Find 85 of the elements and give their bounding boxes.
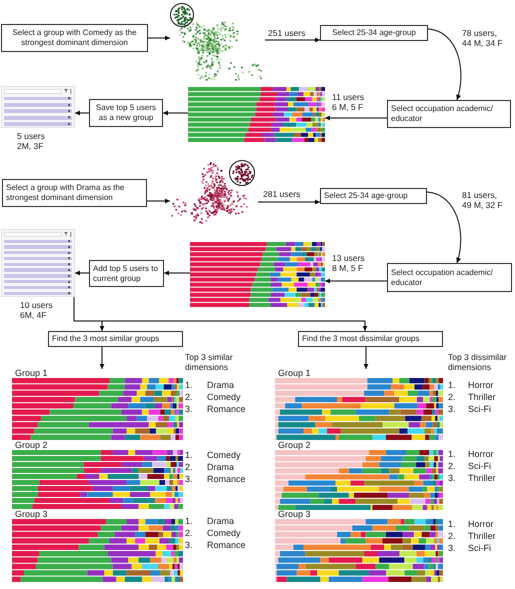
list-number: 3.	[185, 539, 194, 551]
edge-label: 281 users	[263, 189, 300, 199]
arrow	[162, 110, 188, 116]
list-number: 1.	[185, 379, 194, 391]
list-number: 2.	[185, 461, 194, 473]
arrow	[324, 116, 388, 120]
list-number: 3.	[185, 473, 194, 485]
process-box	[89, 260, 164, 287]
group-heading: Group 2	[15, 440, 48, 450]
dimension-name: Sci-Fi	[468, 403, 492, 415]
dimension-name: Sci-Fi	[468, 542, 492, 554]
arrow	[428, 28, 462, 100]
step-text: Select a group with Drama as the strongest dominant dimension	[6, 183, 126, 203]
user-list-panel	[1, 229, 75, 297]
arrow	[324, 278, 388, 284]
step-text: Select occupation academic/ educator	[391, 104, 494, 124]
list-number: 2.	[448, 391, 457, 403]
list-number: 2.	[448, 460, 457, 472]
step-text: Select 25-34 age-group	[332, 28, 416, 38]
process-box	[387, 100, 511, 128]
list-number: 1.	[448, 518, 457, 530]
arrow	[100, 346, 104, 370]
dimension-name: Horror	[468, 518, 495, 530]
dimension-name: Thriller	[468, 530, 496, 542]
dimension-name: Sci-Fi	[468, 460, 492, 472]
dimension-name: Romance	[207, 473, 246, 485]
group-heading: Group 3	[15, 509, 48, 519]
step-text: Save top 5 users as a new group	[94, 103, 158, 123]
dimension-name: Horror	[468, 448, 495, 460]
step-text: Select occupation academic/ educator	[391, 268, 494, 288]
user-count: 10 users 6M, 4F	[20, 300, 54, 320]
list-number: 1.	[448, 379, 457, 391]
arrow	[164, 270, 190, 276]
step-text: Select 25-34 age-group	[324, 191, 408, 201]
user-count: 5 users 2M, 3F	[17, 131, 46, 151]
process-box	[48, 331, 183, 347]
dimension-name: Horror	[468, 379, 495, 391]
process-box	[298, 331, 443, 347]
list-number: 3.	[448, 403, 457, 415]
edge-label: 251 users	[268, 28, 306, 38]
process-box	[320, 188, 427, 204]
process-box	[2, 179, 147, 207]
group-heading: Group 3	[278, 509, 311, 519]
list-number: 2.	[185, 391, 194, 403]
list-number: 3.	[448, 472, 457, 484]
dimension-name: Drama	[207, 461, 236, 473]
list-number: 2.	[185, 527, 194, 539]
dimension-name: Comedy	[207, 391, 242, 403]
step-text: Find the 3 most dissimilar groups	[302, 334, 420, 344]
list-heading: Top 3 dissimilar dimensions	[448, 352, 508, 372]
dimension-name: Comedy	[207, 527, 242, 539]
arrow	[264, 38, 320, 42]
dimension-name: Romance	[207, 403, 246, 415]
group-heading: Group 2	[278, 440, 311, 450]
dimension-name: Drama	[207, 379, 236, 391]
process-box	[387, 263, 512, 292]
list-number: 1.	[448, 448, 457, 460]
dimension-name: Thriller	[468, 391, 496, 403]
user-list-panel	[1, 86, 75, 128]
process-box	[89, 99, 163, 127]
dimension-name: Comedy	[207, 449, 242, 461]
list-number: 1.	[185, 515, 194, 527]
list-heading: Top 3 similar dimensions	[185, 352, 234, 372]
arrow	[74, 270, 90, 276]
list-number: 2.	[448, 530, 457, 542]
step-text: Add top 5 users to current group	[93, 264, 159, 284]
process-box	[320, 25, 428, 41]
step-text: Select a group with Comedy as the strongest dominant dimension	[11, 28, 138, 48]
list-number: 3.	[185, 403, 194, 415]
arrow	[146, 198, 170, 204]
step-text: Find the 3 most similar groups	[52, 334, 160, 344]
list-number: 3.	[448, 542, 457, 554]
process-box	[1, 24, 148, 52]
arrow	[426, 192, 462, 264]
dimension-name: Romance	[207, 539, 246, 551]
arrow	[148, 36, 170, 40]
arrow	[258, 200, 320, 204]
arrow	[364, 346, 368, 370]
dimension-name: Drama	[207, 515, 236, 527]
group-heading: Group 1	[278, 368, 311, 378]
group-heading: Group 1	[15, 368, 48, 378]
arrow	[74, 110, 90, 116]
arrow	[74, 296, 368, 332]
dimension-name: Thriller	[468, 472, 496, 484]
list-number: 1.	[185, 449, 194, 461]
